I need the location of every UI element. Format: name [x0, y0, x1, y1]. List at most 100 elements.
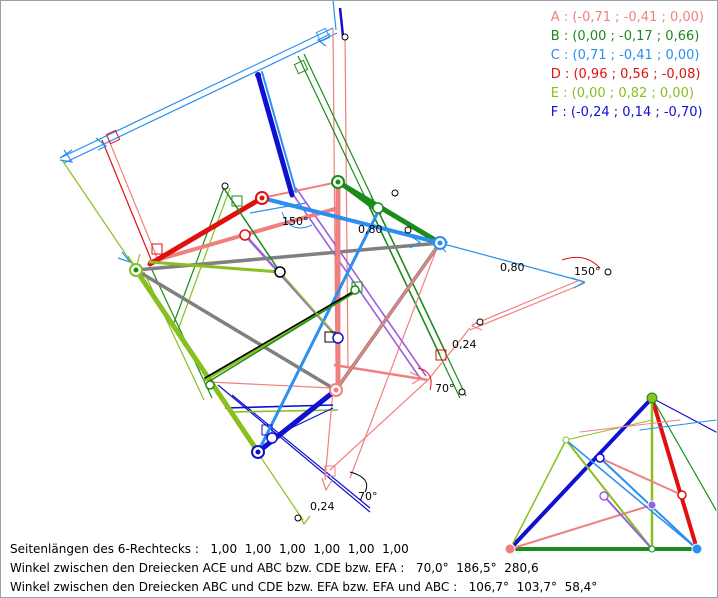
point-mid [332, 332, 344, 344]
footer-line-angles-ace: Winkel zwischen den Dreiecken ACE und AB… [10, 561, 539, 575]
point-small [458, 388, 466, 396]
projection-line [177, 187, 231, 331]
legend-item-b: B : (0,00 ; -0,17 ; 0,66) [550, 29, 700, 44]
edge-blue-long [256, 210, 380, 454]
projection-line [171, 184, 226, 329]
edge-pink-diag [335, 242, 441, 391]
projection-line [332, 0, 337, 31]
right-angle-marker [105, 129, 121, 145]
arrow-head [571, 277, 586, 289]
footer-values: 106,7° 103,7° 58,4° [468, 580, 598, 594]
right-angle-marker [315, 27, 331, 43]
point-small [391, 189, 399, 197]
edge-lime-dark [207, 291, 356, 383]
footer-line-angles-abc: Winkel zwischen den Dreiecken ABC und CD… [10, 580, 597, 594]
angle-arc [417, 367, 432, 391]
arrow-head [117, 251, 132, 264]
point-mid [239, 229, 251, 241]
coordinate-legend: A : (-0,71 ; -0,41 ; 0,00) B : (0,00 ; -… [551, 8, 704, 122]
right-angle-marker [435, 349, 447, 361]
footer-values: 70,0° 186,5° 280,6 [415, 561, 539, 575]
arrow-head [316, 33, 331, 47]
projection-line [471, 279, 581, 326]
right-angle-marker [293, 59, 309, 75]
edge-blue-top [255, 72, 295, 198]
angle-arc [561, 256, 601, 269]
arrow-head [409, 235, 422, 249]
point-small [604, 268, 612, 276]
projection-line [329, 379, 429, 471]
legend-item-d: D : (0,96 ; 0,56 ; -0,08) [550, 67, 701, 82]
point-small [404, 226, 412, 234]
projection-line [101, 139, 153, 263]
angle-label: 70° [358, 490, 378, 503]
edge-green-top [335, 179, 443, 246]
legend-item-e: E : (0,00 ; 0,82 ; 0,00) [550, 86, 694, 101]
right-angle-marker [261, 424, 273, 436]
point-small [341, 33, 349, 41]
projection-line [249, 202, 307, 214]
projection-line [107, 137, 159, 261]
projection-line [231, 394, 371, 509]
arrow-head [95, 137, 108, 151]
projection-line [427, 327, 471, 381]
inset-projection [504, 392, 717, 555]
projection-line [344, 34, 349, 369]
projection-line [209, 381, 333, 389]
angle-arc [281, 211, 313, 229]
edge-lime-up [148, 260, 282, 274]
point-mid [350, 285, 360, 295]
legend-item-a: A : (-0,71 ; -0,41 ; 0,00) [550, 10, 704, 25]
angle-arc [349, 471, 368, 493]
point-mid [266, 432, 278, 444]
right-angle-marker [324, 465, 336, 477]
point-small [476, 318, 484, 326]
legend-item-f: F : (-0,24 ; 0,14 ; -0,70) [550, 105, 703, 120]
right-angle-marker [151, 243, 163, 255]
edge-lime-left [133, 267, 261, 455]
edge-red-thin [261, 181, 339, 199]
edge-blue-mid [260, 196, 442, 245]
length-label: 0,80 [358, 223, 383, 236]
projection-line [217, 384, 371, 513]
projection-line [333, 363, 429, 382]
footer-label: Seitenlängen des 6-Rechtecks : [10, 542, 199, 556]
projection-line [338, 7, 345, 37]
angle-label: 150° [282, 215, 309, 228]
point-mid [372, 202, 384, 214]
projection-line [364, 197, 461, 399]
projection-line [61, 159, 136, 269]
footer-label: Winkel zwischen den Dreiecken ABC und CD… [10, 580, 458, 594]
point-small [221, 182, 229, 190]
projection-line [59, 27, 334, 159]
angle-label: 150° [574, 265, 601, 278]
arrow-head [321, 477, 333, 492]
projection-line [289, 189, 421, 379]
point-top [255, 72, 261, 78]
arrow-head [59, 149, 74, 163]
footer-values: 1,00 1,00 1,00 1,00 1,00 1,00 [210, 542, 409, 556]
point-small [294, 514, 302, 522]
point-mid [205, 380, 215, 390]
length-label: 0,80 [500, 261, 525, 274]
edge-ea-grey [134, 268, 338, 392]
arrow-head [409, 371, 424, 385]
edge-lime-lower2 [279, 271, 339, 339]
footer-line-side-lengths: Seitenlängen des 6-Rechtecks : 1,00 1,00… [10, 542, 409, 556]
projection-line [439, 242, 586, 283]
length-label: 0,24 [310, 500, 335, 513]
edge-red [147, 195, 265, 267]
projection-line [229, 409, 339, 413]
edge-black [204, 289, 357, 379]
projection-line [469, 282, 586, 331]
edge-blue-top-light [261, 71, 297, 193]
projection-line [151, 269, 213, 399]
projection-line [349, 239, 441, 479]
angle-label: 70° [435, 382, 455, 395]
footer-label: Winkel zwischen den Dreiecken ACE und AB… [10, 561, 405, 575]
length-label: 0,24 [452, 338, 477, 351]
legend-item-c: C : (0,71 ; -0,41 ; 0,00) [550, 48, 700, 63]
right-angle-marker [231, 195, 243, 207]
